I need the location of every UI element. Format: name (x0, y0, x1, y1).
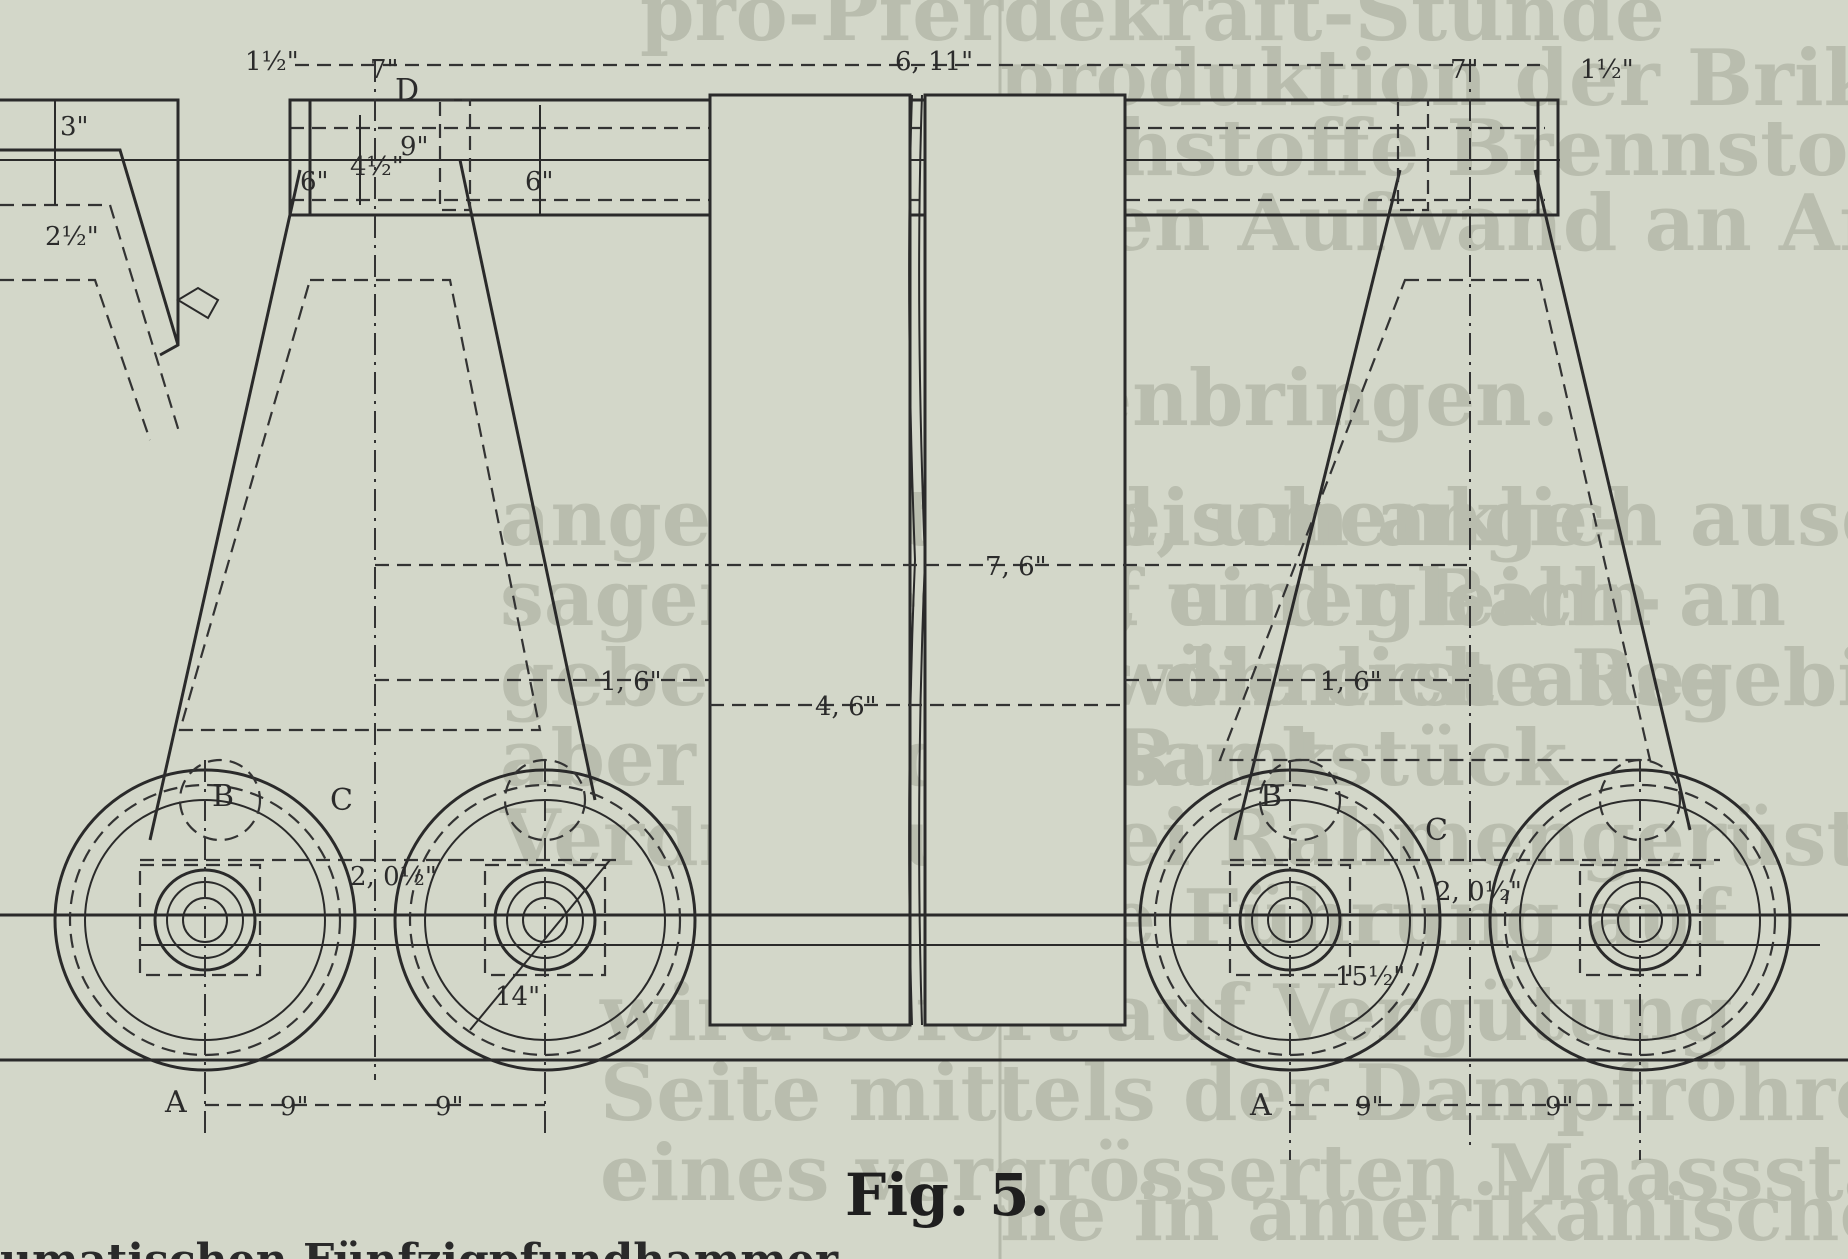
dim-center-7-6: 7, 6" (985, 552, 1047, 582)
label-c-right: C (1425, 813, 1448, 848)
dim-right-1-6: 1, 6" (1320, 667, 1382, 697)
bottom-text: umatischen Fünfzigpfundhammer (0, 1235, 839, 1259)
label-a-left: A (164, 1085, 187, 1120)
left-partial-bracket (0, 98, 220, 441)
background-line: produktion der Brikett- (1000, 33, 1848, 124)
label-b-left: B (212, 779, 234, 814)
wheel-centerlines (204, 760, 1641, 1160)
dim-wheel-right-2-0: 2, 0½" (1435, 877, 1522, 907)
label-a-right: A (1249, 1088, 1272, 1123)
dim-top-right-1: 1½" (1580, 55, 1634, 85)
background-line: chen Aufwand an Ar- (1000, 178, 1848, 269)
dim-top-right-7: 7" (1450, 55, 1479, 85)
pivot-points (178, 758, 1682, 842)
dim-left-1-6: 1, 6" (600, 667, 662, 697)
dim-top-center: 6, 11" (895, 47, 973, 77)
background-line: gewöhnlich ausgebildeten (1000, 633, 1848, 724)
dim-radius-15: 15½" (1335, 962, 1405, 992)
background-line: eines vergrösserten Maassstabes (600, 1128, 1848, 1219)
dim-wheel-left-2-0: 2, 0½" (350, 862, 437, 892)
label-d: D (395, 73, 419, 108)
dim-bottom-left-9a: 9" (280, 1092, 309, 1122)
dim-3: 3" (60, 112, 89, 142)
top-beam (0, 98, 1560, 217)
dim-top-left-1: 1½" (245, 47, 299, 77)
dim-bottom-right-9b: 9" (1545, 1092, 1574, 1122)
dim-bottom-right-9a: 9" (1355, 1092, 1384, 1122)
dim-top-left-7: 7" (370, 55, 399, 85)
background-line: auf einer Bahn an (1000, 553, 1786, 644)
background-line: he in amerikanischen (1000, 1168, 1848, 1259)
dim-bottom-left-9b: 9" (435, 1092, 464, 1122)
dim-9: 9" (400, 132, 429, 162)
dimension-texts: 1½" 7" 6, 11" 7" 1½" 9" 6" 6" 4½" 3" 2½"… (45, 47, 1634, 1122)
left-frame (148, 60, 597, 1080)
dimension-lines (54, 63, 1640, 1107)
label-b-right: B (1260, 779, 1282, 814)
dim-radius-14: 14" (495, 982, 540, 1012)
right-frame (1218, 60, 1692, 1150)
label-c-left: C (330, 783, 353, 818)
point-labels: D B C B C A A (164, 73, 1448, 1123)
dim-6-beam: 6" (525, 167, 554, 197)
background-line: pro-Pferdekraft-Stunde (640, 0, 1665, 59)
background-line: Seite mittels der Dampfröhre (600, 1048, 1848, 1139)
figure-caption: Fig. 5. (845, 1161, 1050, 1229)
background-line: zweischenklich ausge (1000, 473, 1848, 564)
dim-center-4-6: 4, 6" (815, 692, 877, 722)
background-line: zwei Rahmengerüsten (1000, 793, 1848, 884)
background-line: Rohstoffe Brennstoff und (1000, 103, 1848, 194)
ground-lines (0, 858, 1848, 1062)
dim-2-half: 2½" (45, 222, 99, 252)
central-block (708, 93, 1127, 1027)
dim-6-left: 6" (300, 167, 329, 197)
dim-4-half: 4½" (350, 152, 404, 182)
